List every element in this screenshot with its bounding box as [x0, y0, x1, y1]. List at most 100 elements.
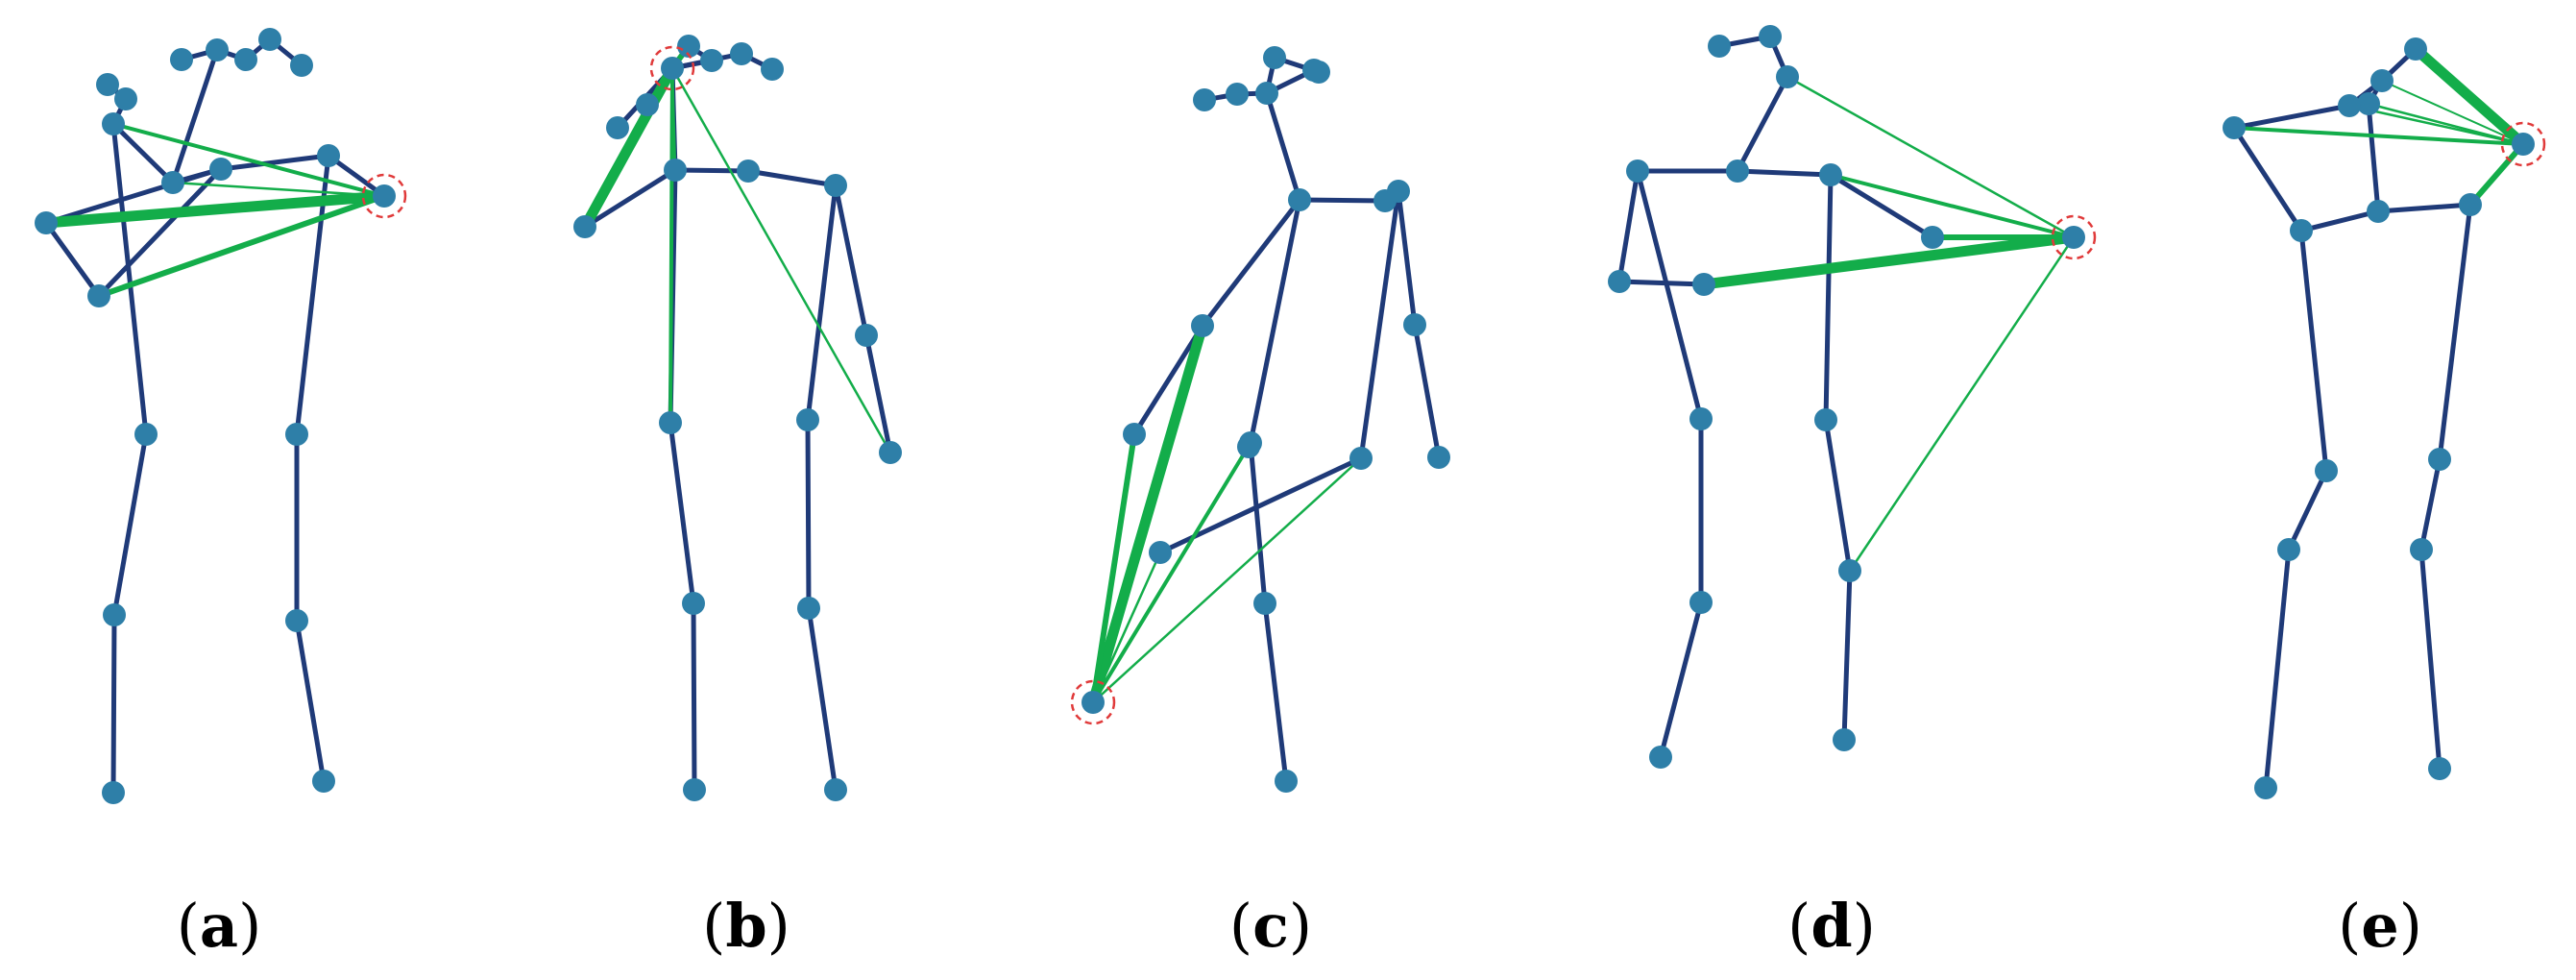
joint-e-9 — [2315, 459, 2338, 482]
joint-a-12 — [285, 423, 308, 446]
bone-b-11 — [668, 420, 696, 606]
joint-c-13 — [1403, 313, 1426, 336]
joint-a-13 — [285, 609, 308, 632]
bone-e-11 — [2437, 202, 2473, 462]
joint-d-6 — [1692, 273, 1715, 296]
joint-c-16 — [1253, 592, 1276, 615]
attention-edge-e-4 — [2367, 102, 2525, 146]
bone-b-6 — [672, 167, 751, 174]
bone-a-9 — [110, 121, 149, 437]
joint-a-11 — [102, 781, 125, 804]
joint-a-5 — [317, 144, 340, 167]
joint-c-0 — [1193, 88, 1216, 111]
joint-c-6 — [1288, 188, 1311, 211]
joint-a-18 — [258, 28, 281, 51]
panel-label-b: (b) — [702, 891, 790, 961]
joint-a-6 — [373, 184, 396, 208]
bone-b-7 — [745, 168, 838, 188]
bone-e-10 — [2263, 547, 2292, 791]
joint-d-5 — [1608, 270, 1631, 293]
panel-e — [2223, 37, 2546, 799]
joint-a-1 — [114, 87, 137, 110]
attention-edge-e-2 — [2232, 126, 2525, 146]
panel-d — [1608, 25, 2097, 769]
panel-label-d: (d) — [1787, 891, 1876, 961]
panel-a — [35, 28, 407, 804]
attention-edge-c-0 — [1087, 320, 1208, 708]
bone-a-2 — [110, 121, 176, 185]
bone-c-13 — [1262, 600, 1289, 784]
joint-b-3 — [700, 49, 723, 72]
joint-e-8 — [2512, 133, 2535, 156]
bone-d-13 — [1828, 172, 1935, 240]
joint-c-18 — [1349, 447, 1373, 470]
bone-a-6 — [43, 166, 224, 226]
joint-e-11 — [2254, 776, 2277, 799]
joint-c-9 — [1123, 423, 1146, 446]
panel-label-a-letter: a — [200, 891, 238, 961]
joint-e-0 — [2404, 37, 2427, 61]
joint-d-13 — [1814, 408, 1837, 431]
joint-b-17 — [797, 597, 820, 620]
joint-a-0 — [96, 73, 119, 96]
joint-c-5 — [1307, 61, 1330, 84]
focus-ring-a — [361, 173, 407, 219]
joint-c-8 — [1191, 314, 1214, 337]
bone-b-14 — [805, 417, 812, 611]
bone-c-11 — [1248, 197, 1302, 446]
attention-edge-c-4 — [1091, 456, 1363, 704]
attention-edge-d-0 — [1698, 232, 2079, 290]
attention-edge-b-4 — [670, 66, 677, 172]
attention-edge-b-2 — [668, 66, 674, 425]
bone-d-2 — [1735, 74, 1790, 174]
panel-b — [573, 35, 902, 801]
attention-edge-a-3 — [171, 181, 386, 198]
joint-b-13 — [659, 411, 682, 434]
joint-e-1 — [2370, 69, 2394, 92]
bone-c-14 — [1396, 188, 1418, 328]
attention-edge-b-3 — [670, 66, 892, 454]
bone-a-11 — [110, 612, 117, 796]
joint-c-4 — [1263, 46, 1286, 69]
panel-label-b-letter: b — [725, 891, 766, 961]
bone-d-9 — [1658, 600, 1704, 760]
joint-d-2 — [1776, 65, 1799, 88]
joint-b-2 — [677, 35, 700, 58]
bone-c-5 — [1264, 90, 1302, 203]
bone-a-4 — [218, 153, 331, 172]
bone-e-4 — [2231, 125, 2304, 233]
attention-edge-d-2 — [1829, 173, 2076, 239]
joint-a-17 — [234, 48, 257, 71]
joint-d-10 — [1689, 407, 1713, 430]
bone-a-14 — [294, 618, 327, 784]
panel-label-e: (e) — [2338, 891, 2422, 961]
joint-e-12 — [2428, 448, 2451, 471]
bone-a-7 — [43, 220, 102, 299]
bone-d-7 — [1635, 168, 1704, 422]
bone-c-9 — [1131, 323, 1205, 437]
joint-b-7 — [573, 215, 596, 238]
joint-c-2 — [1255, 82, 1278, 105]
joint-a-7 — [35, 211, 58, 234]
bone-d-5 — [1616, 168, 1640, 284]
joint-b-6 — [661, 57, 684, 80]
panel-c — [1070, 46, 1450, 793]
joint-a-14 — [312, 770, 335, 793]
joint-a-10 — [103, 603, 126, 626]
bone-b-12 — [691, 600, 697, 793]
joint-c-19 — [1081, 691, 1105, 714]
attention-edge-e-0 — [2410, 43, 2529, 150]
bone-b-13 — [805, 183, 838, 423]
joint-e-7 — [2459, 193, 2482, 216]
joint-a-2 — [102, 112, 125, 135]
bone-d-10 — [1823, 172, 1834, 423]
joint-a-4 — [209, 158, 232, 181]
joint-d-8 — [1921, 226, 1944, 249]
focus-ring-b — [649, 45, 695, 91]
joint-d-3 — [1726, 159, 1749, 183]
joint-d-11 — [1689, 591, 1713, 614]
joint-b-12 — [879, 441, 902, 464]
joint-c-10 — [1149, 541, 1172, 564]
attention-edge-c-2 — [1091, 441, 1252, 704]
